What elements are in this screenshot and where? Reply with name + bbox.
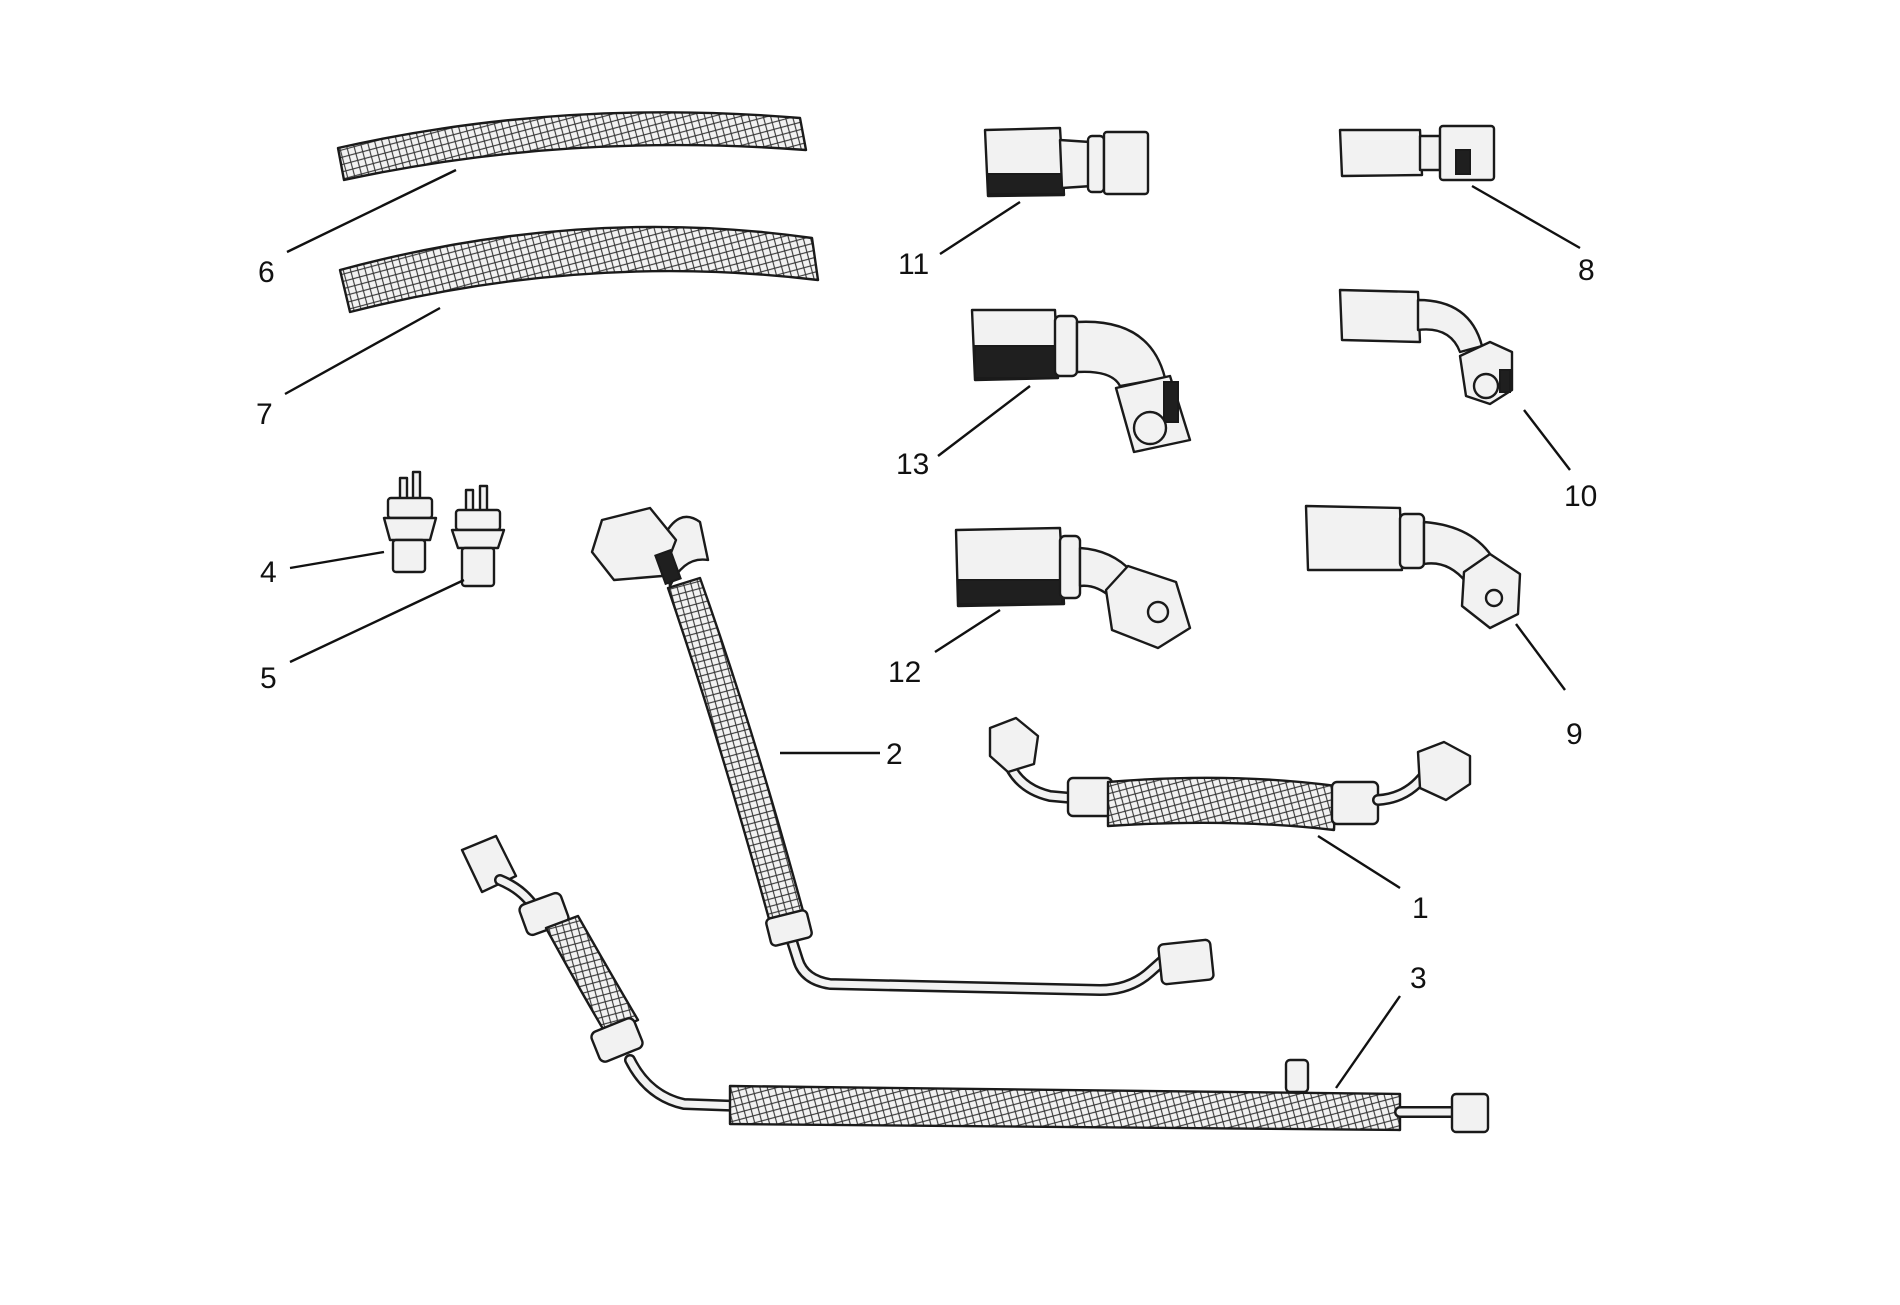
part-2-hose-assembly	[590, 506, 1215, 996]
callout-6: 6	[258, 256, 275, 289]
part-12-elbow-fitting-45	[954, 526, 1192, 650]
callout-2: 2	[886, 738, 903, 771]
part-8-straight-fitting	[1338, 124, 1496, 182]
leader-lines	[284, 168, 1581, 1089]
part-3-hose-assembly	[460, 834, 1490, 1134]
callout-3: 3	[1410, 962, 1427, 995]
part-4-pressure-switch	[382, 470, 438, 574]
part-13-elbow-fitting-90	[970, 308, 1192, 454]
callout-12: 12	[888, 656, 921, 689]
callout-8: 8	[1578, 254, 1595, 287]
part-11-straight-fitting	[983, 126, 1150, 198]
callout-4: 4	[260, 556, 277, 589]
part-5-pressure-switch	[450, 484, 506, 588]
callout-1: 1	[1412, 892, 1429, 925]
part-7-hose-section	[338, 225, 820, 314]
callout-11: 11	[898, 248, 929, 281]
callout-7: 7	[256, 398, 273, 431]
part-1-hose-assembly	[988, 716, 1472, 832]
callout-5: 5	[260, 662, 277, 695]
callout-13: 13	[896, 448, 929, 481]
callout-10: 10	[1564, 480, 1597, 513]
part-9-elbow-fitting-45	[1304, 504, 1522, 630]
part-10-elbow-fitting-90	[1338, 288, 1514, 406]
callout-9: 9	[1566, 718, 1583, 751]
part-6-hose-section	[336, 111, 808, 182]
